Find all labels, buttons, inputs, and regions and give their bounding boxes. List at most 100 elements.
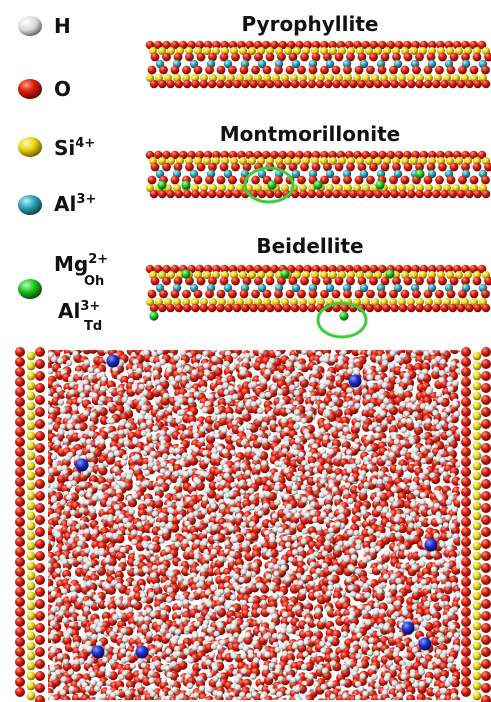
water-hydrogen-atom bbox=[289, 354, 296, 362]
oxygen-atom bbox=[461, 657, 471, 667]
oxygen-atom bbox=[35, 551, 45, 561]
water-hydrogen-atom bbox=[99, 395, 106, 403]
water-hydrogen-atom bbox=[377, 564, 384, 571]
silicon-atom bbox=[472, 411, 482, 421]
water-hydrogen-atom bbox=[241, 542, 249, 549]
oxygen-atom bbox=[354, 175, 364, 185]
water-hydrogen-atom bbox=[442, 471, 449, 478]
silicon-atom bbox=[146, 298, 154, 306]
oxygen-atom bbox=[311, 40, 321, 50]
water-hydrogen-atom bbox=[187, 397, 195, 405]
oxygen-atom bbox=[346, 276, 355, 286]
oxygen-atom bbox=[265, 189, 275, 199]
water-hydrogen-atom bbox=[300, 484, 307, 491]
water-hydrogen-atom bbox=[268, 623, 276, 631]
oxygen-atom bbox=[220, 40, 229, 50]
water-hydrogen-atom bbox=[325, 590, 333, 597]
oxygen-atom bbox=[380, 276, 390, 286]
silicon-atom bbox=[353, 298, 361, 306]
water-hydrogen-atom bbox=[335, 474, 343, 482]
water-hydrogen-atom bbox=[56, 350, 59, 351]
oxygen-atom bbox=[481, 419, 491, 429]
water-hydrogen-atom bbox=[306, 410, 314, 418]
oxygen-atom bbox=[461, 577, 471, 587]
water-hydrogen-atom bbox=[445, 499, 453, 506]
silicon-atom bbox=[374, 271, 382, 279]
oxygen-atom bbox=[435, 289, 444, 299]
water-hydrogen-atom bbox=[185, 383, 192, 390]
water-hydrogen-atom bbox=[345, 454, 353, 461]
oxygen-atom bbox=[15, 517, 25, 527]
water-hydrogen-atom bbox=[194, 539, 201, 546]
oxygen-atom bbox=[477, 40, 487, 50]
oxygen-atom bbox=[232, 303, 242, 313]
oxygen-atom bbox=[241, 303, 250, 313]
oxygen-atom bbox=[308, 65, 318, 75]
oxygen-atom bbox=[15, 487, 25, 497]
water-hydrogen-atom bbox=[355, 458, 362, 465]
water-hydrogen-atom bbox=[374, 496, 381, 504]
oxygen-atom bbox=[323, 162, 332, 172]
oxygen-atom bbox=[465, 189, 474, 199]
water-hydrogen-atom bbox=[170, 350, 173, 351]
oxygen-atom bbox=[458, 289, 467, 299]
oxygen-atom bbox=[382, 303, 391, 313]
substitution-atom bbox=[313, 180, 323, 190]
oxygen-atom bbox=[170, 175, 180, 185]
water-hydrogen-atom bbox=[81, 634, 88, 642]
water-oxygen-atom bbox=[349, 485, 360, 495]
oxygen-atom bbox=[242, 276, 252, 286]
water-hydrogen-atom bbox=[79, 507, 86, 514]
water-hydrogen-atom bbox=[260, 599, 267, 607]
water-hydrogen-atom bbox=[132, 358, 140, 366]
water-oxygen-atom bbox=[450, 350, 460, 355]
oxygen-atom bbox=[242, 52, 252, 62]
oxygen-atom bbox=[469, 264, 479, 274]
water-hydrogen-atom bbox=[408, 343, 414, 349]
silicon-atom bbox=[473, 157, 481, 165]
water-hydrogen-atom bbox=[150, 572, 157, 579]
water-hydrogen-atom bbox=[122, 598, 129, 606]
silicon-atom bbox=[472, 471, 482, 481]
oxygen-atom bbox=[208, 276, 217, 286]
silicon-atom bbox=[308, 74, 316, 82]
water-hydrogen-atom bbox=[442, 522, 450, 529]
water-hydrogen-atom bbox=[207, 393, 214, 400]
oxygen-atom bbox=[328, 264, 337, 274]
oxygen-atom bbox=[328, 40, 337, 50]
water-hydrogen-atom bbox=[216, 445, 224, 453]
oxygen-atom bbox=[332, 79, 341, 89]
substitution-atom bbox=[385, 269, 395, 279]
water-hydrogen-atom bbox=[272, 593, 280, 600]
water-oxygen-atom bbox=[205, 405, 215, 415]
water-hydrogen-atom bbox=[373, 650, 381, 657]
water-hydrogen-atom bbox=[427, 405, 434, 412]
water-hydrogen-atom bbox=[159, 564, 166, 571]
oxygen-atom bbox=[343, 289, 352, 299]
water-hydrogen-atom bbox=[175, 453, 182, 461]
water-hydrogen-atom bbox=[410, 501, 417, 509]
oxygen-atom bbox=[282, 79, 292, 89]
oxygen-atom bbox=[328, 150, 337, 160]
water-oxygen-atom bbox=[217, 398, 227, 408]
water-hydrogen-atom bbox=[143, 479, 150, 487]
water-hydrogen-atom bbox=[125, 473, 133, 481]
water-hydrogen-atom bbox=[325, 606, 332, 613]
water-hydrogen-atom bbox=[61, 544, 68, 552]
oxygen-atom bbox=[191, 79, 200, 89]
water-hydrogen-atom bbox=[362, 582, 370, 590]
water-hydrogen-atom bbox=[223, 472, 230, 480]
silicon-atom bbox=[200, 74, 208, 82]
oxygen-atom bbox=[436, 264, 445, 274]
water-hydrogen-atom bbox=[277, 342, 284, 349]
water-hydrogen-atom bbox=[419, 499, 426, 506]
oxygen-atom-icon bbox=[18, 79, 42, 99]
oxygen-atom bbox=[343, 175, 352, 185]
water-hydrogen-atom bbox=[174, 375, 182, 382]
water-hydrogen-atom bbox=[193, 553, 200, 560]
water-hydrogen-atom bbox=[440, 411, 448, 419]
water-hydrogen-atom bbox=[222, 382, 229, 390]
water-hydrogen-atom bbox=[286, 627, 294, 634]
water-hydrogen-atom bbox=[63, 632, 71, 640]
oxygen-atom bbox=[332, 189, 341, 199]
